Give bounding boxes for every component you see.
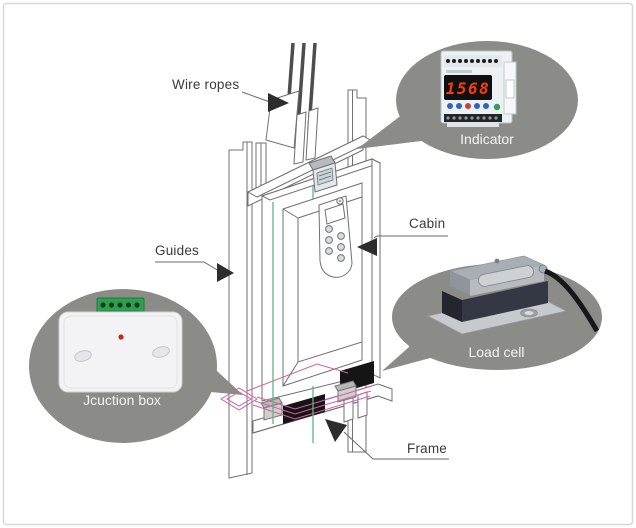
arrowhead-guides [217, 263, 234, 282]
top-terminals [446, 59, 498, 63]
panel-buttons [325, 225, 345, 262]
load-cell-device [426, 255, 600, 335]
crosshead-beam [246, 135, 374, 207]
load-cell-cable [544, 268, 600, 333]
label-junction-box: Jcuction box [83, 392, 161, 408]
terminal-screws [100, 302, 140, 308]
load-cell-recess [478, 265, 534, 287]
status-led [118, 334, 124, 340]
leader-wire-ropes [241, 91, 271, 103]
arrowhead-frame [325, 419, 347, 442]
label-load-cell: Load cell [468, 344, 525, 360]
callout-junction-box [29, 289, 243, 443]
bottom-terminals [446, 116, 498, 120]
label-wire-ropes: Wire ropes [172, 77, 240, 92]
pink-signal-wires [220, 363, 373, 420]
leader-frame [343, 431, 449, 460]
elevator-line-art [220, 42, 393, 479]
screw-recess-left [74, 350, 92, 362]
leader-arrowheads [217, 93, 377, 442]
callout-indicator: 1568 [357, 41, 578, 159]
frame-assembly [252, 361, 393, 434]
cabin-control-panel [318, 195, 353, 278]
green-signal-wires [272, 186, 314, 443]
rubber-pad-left [283, 394, 325, 424]
screw-recess-right [152, 346, 170, 358]
indicator-display-value: 1568 [446, 79, 491, 98]
leader-guides [155, 261, 220, 272]
indicator-buttons [447, 103, 501, 111]
label-frame: Frame [407, 441, 448, 456]
load-cell-screw [494, 258, 500, 264]
junction-box-body [58, 311, 183, 393]
arrowhead-cabin [357, 238, 377, 256]
frame-load-cell-right [334, 380, 357, 403]
seven-segment-display [444, 75, 492, 100]
junction-box-device [58, 297, 183, 393]
mounted-indicator-box [308, 155, 338, 193]
indicator-device: 1568 [440, 50, 517, 127]
arrowhead-wire-ropes [268, 93, 289, 112]
label-indicator: Indicator [460, 131, 514, 147]
leader-lines [155, 91, 449, 460]
callout-load-cell [382, 255, 602, 371]
leader-cabin [373, 235, 448, 239]
label-cabin: Cabin [409, 216, 446, 231]
label-guides: Guides [155, 243, 199, 258]
